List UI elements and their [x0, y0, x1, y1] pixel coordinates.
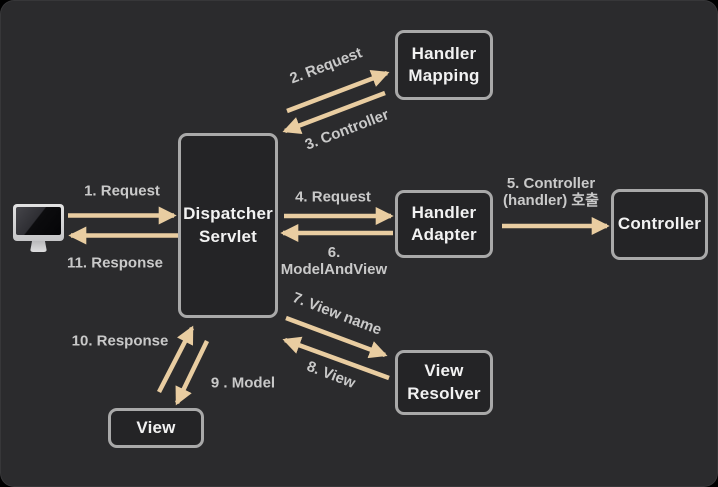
- node-handler-mapping: Handler Mapping: [395, 30, 493, 100]
- node-label: Handler Mapping: [408, 43, 480, 85]
- node-handler-adapter: Handler Adapter: [395, 190, 493, 258]
- node-label: View Resolver: [407, 361, 481, 403]
- monitor-screen: [13, 204, 64, 241]
- arrow-2-request: [286, 70, 390, 114]
- node-label: Handler Adapter: [411, 202, 477, 244]
- monitor-glass: [16, 207, 61, 235]
- arrow-8-view: [282, 336, 390, 381]
- node-label: Dispatcher Servlet: [183, 204, 273, 246]
- arrow-10-response: [157, 325, 194, 394]
- edge-label-9: 9 . Model: [210, 374, 276, 392]
- arrow-3-controller: [282, 90, 386, 134]
- edge-label-1: 1. Request: [84, 182, 160, 200]
- monitor-stand: [30, 241, 47, 252]
- edge-label-6: 6. ModelAndView: [280, 243, 388, 278]
- edge-label-11: 11. Response: [67, 254, 163, 272]
- edge-label-10: 10. Response: [71, 332, 169, 350]
- node-controller: Controller: [611, 189, 708, 260]
- client-monitor-icon: [13, 204, 64, 252]
- node-view-resolver: View Resolver: [395, 350, 493, 415]
- node-view: View: [108, 408, 204, 448]
- node-label: View: [136, 417, 176, 437]
- arrow-9-model: [174, 340, 210, 406]
- node-label: Controller: [617, 214, 702, 234]
- edge-label-4: 4. Request: [295, 188, 371, 206]
- arrow-7-view-name: [285, 315, 388, 359]
- node-dispatcher-servlet: Dispatcher Servlet: [178, 133, 278, 318]
- edge-label-5: 5. Controller (handler) 호출: [503, 174, 599, 209]
